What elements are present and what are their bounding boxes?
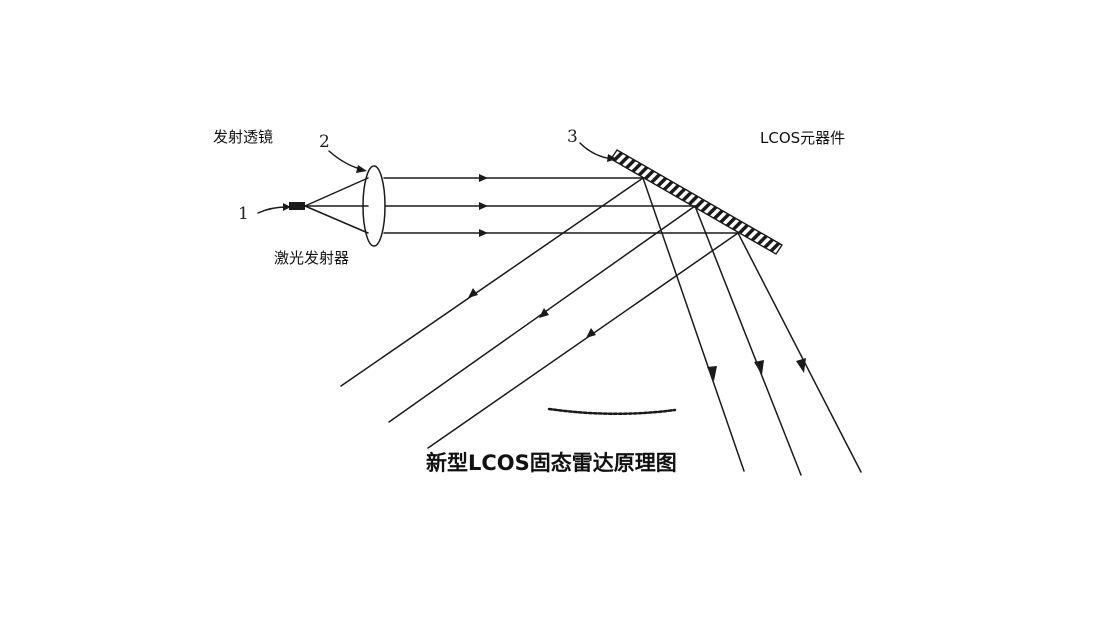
- arrowhead-parallel-bottom: [479, 229, 488, 237]
- steered-beam-1: [642, 177, 745, 472]
- lcos-element-label: LCOS元器件: [760, 129, 846, 147]
- arrowhead-parallel-mid: [479, 202, 488, 210]
- arrowhead-steered-1: [707, 366, 717, 381]
- callout-arrow-1: [257, 206, 288, 214]
- callout-arrowhead-3: [607, 154, 617, 162]
- callout-number-2: 2: [319, 132, 330, 152]
- arrowhead-parallel-top: [479, 174, 488, 182]
- diverging-beam-top: [304, 177, 369, 207]
- callout-number-1: 1: [238, 204, 249, 224]
- arrowhead-reflected-2: [539, 308, 549, 318]
- scan-arc: [547, 407, 677, 415]
- arrowhead-steered-3: [796, 358, 806, 373]
- arrowhead-reflected-3: [586, 328, 596, 338]
- diagram-title: 新型LCOS固态雷达原理图: [426, 451, 677, 475]
- emit-lens-label: 发射透镜: [213, 128, 274, 146]
- callout-arrowhead-1: [283, 203, 291, 211]
- diverging-beam-bottom: [304, 205, 369, 234]
- callout-arrowhead-2: [356, 165, 367, 173]
- reflected-left-beam-3: [427, 232, 739, 449]
- laser-emitter-label: 激光发射器: [274, 249, 350, 267]
- callout-number-3: 3: [567, 127, 578, 147]
- arrowhead-reflected-1: [468, 288, 478, 298]
- steered-beam-2: [694, 205, 802, 476]
- laser-emitter-body: [289, 202, 305, 210]
- arrowhead-steered-2: [754, 360, 764, 375]
- reflected-left-beam-1: [340, 177, 644, 387]
- lcos-element-bar: [610, 149, 783, 255]
- steered-beam-3: [737, 232, 862, 473]
